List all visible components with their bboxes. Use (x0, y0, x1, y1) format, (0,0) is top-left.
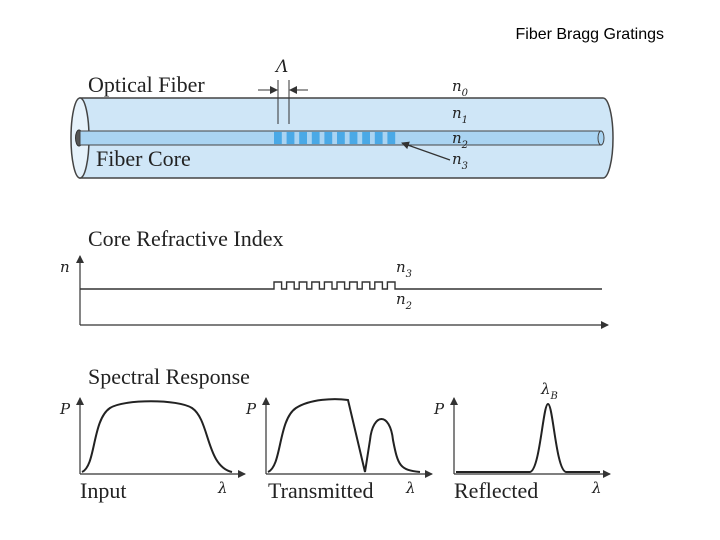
index-profile-title: Core Refractive Index (88, 226, 283, 251)
grating-stripe (362, 132, 370, 144)
index-upper-label: n3 (396, 258, 412, 280)
reflected-label: Reflected (454, 478, 538, 503)
fiber-core-label: Fiber Core (96, 146, 191, 171)
index-profile-curve (80, 281, 602, 290)
grating-stripe (274, 132, 282, 144)
index-label-n3: n3 (452, 150, 468, 172)
index-label-n1: n1 (452, 104, 468, 126)
reflected-spectrum-curve (456, 402, 600, 473)
optical-fiber-label: Optical Fiber (88, 72, 205, 97)
index-labels: n0 n1 n2 n3 (401, 77, 469, 172)
slide-title: Fiber Bragg Gratings (515, 26, 664, 43)
transmitted-y-symbol: P (245, 400, 257, 418)
grating-stripe (349, 132, 358, 144)
input-x-symbol: λ (217, 479, 228, 497)
spectrum-panel-input: P Input λ (59, 397, 246, 503)
reflected-y-symbol: P (433, 400, 445, 418)
grating-period-marker: Λ (258, 57, 308, 124)
spectrum-panel-transmitted: P Transmitted λ (245, 397, 433, 503)
fiber-far-core (597, 130, 605, 146)
bragg-wavelength-label: λB (540, 380, 558, 402)
grating-stripe (324, 132, 333, 144)
grating-stripe (387, 132, 396, 144)
index-axis-symbol: n (60, 258, 70, 276)
transmitted-x-symbol: λ (405, 479, 416, 497)
index-label-n0: n0 (452, 77, 469, 99)
transmitted-spectrum-curve (267, 398, 421, 473)
grating-stripe (311, 132, 320, 144)
input-spectrum-curve (81, 400, 233, 473)
index-lower-label: n2 (396, 290, 412, 312)
grating-stripe (286, 132, 295, 144)
spectral-response: Spectral Response P Input λ P Transmitte… (59, 364, 611, 503)
grating-stripe (374, 132, 383, 144)
grating-stripe (299, 132, 307, 144)
spectrum-panel-reflected: P λB Reflected λ (433, 380, 611, 503)
reflected-x-symbol: λ (591, 479, 602, 497)
grating-period-symbol: Λ (274, 57, 288, 77)
index-label-n2: n2 (452, 129, 468, 151)
optical-fiber: Optical Fiber Fiber Core Λ n0 n1 n2 n3 (70, 57, 614, 179)
grating-stripe (337, 132, 345, 144)
input-label: Input (80, 478, 126, 503)
n3-pointer-arrow (401, 141, 451, 161)
index-profile: Core Refractive Index n n3 n2 (60, 226, 609, 329)
transmitted-label: Transmitted (268, 478, 374, 503)
spectral-title: Spectral Response (88, 364, 250, 389)
bragg-grating (274, 132, 396, 144)
input-y-symbol: P (59, 400, 71, 418)
